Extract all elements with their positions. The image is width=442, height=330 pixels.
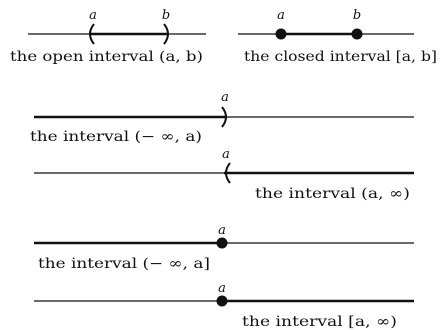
left-open-ray-caption: the interval (− ∞, a) [30, 129, 202, 145]
right-closed-ray-diagram [34, 295, 414, 307]
open-interval-point-a-label: a [89, 8, 97, 23]
left-open-ray-right-parenthesis [221, 106, 227, 128]
closed-interval-diagram [238, 28, 414, 40]
right-open-ray-point-a-label: a [222, 147, 230, 162]
left-open-ray-point-a-label: a [221, 90, 229, 105]
left-closed-ray-point-a-label: a [218, 223, 226, 238]
right-open-ray-diagram [34, 162, 414, 184]
open-interval-right-parenthesis [163, 23, 169, 45]
left-open-ray-diagram [34, 106, 414, 128]
open-interval-caption: the open interval (a, b) [10, 49, 203, 65]
right-closed-ray-endpoint-a [216, 295, 228, 307]
right-open-ray-left-parenthesis [225, 162, 231, 184]
left-closed-ray-caption: the interval (− ∞, a] [38, 256, 210, 272]
open-interval-left-parenthesis [89, 23, 95, 45]
closed-interval-endpoint-a [275, 28, 287, 40]
left-closed-ray-endpoint-a [216, 237, 228, 249]
right-open-ray-caption: the interval (a, ∞) [255, 186, 410, 202]
left-closed-ray-diagram [34, 237, 414, 249]
right-closed-ray-caption: the interval [a, ∞) [242, 314, 397, 330]
closed-interval-point-a-label: a [277, 8, 285, 23]
closed-interval-point-b-label: b [353, 8, 361, 23]
closed-interval-endpoint-b [351, 28, 363, 40]
open-interval-point-b-label: b [162, 8, 170, 23]
right-closed-ray-point-a-label: a [218, 281, 226, 296]
open-interval-diagram [28, 23, 206, 45]
closed-interval-caption: the closed interval [a, b] [244, 49, 437, 65]
